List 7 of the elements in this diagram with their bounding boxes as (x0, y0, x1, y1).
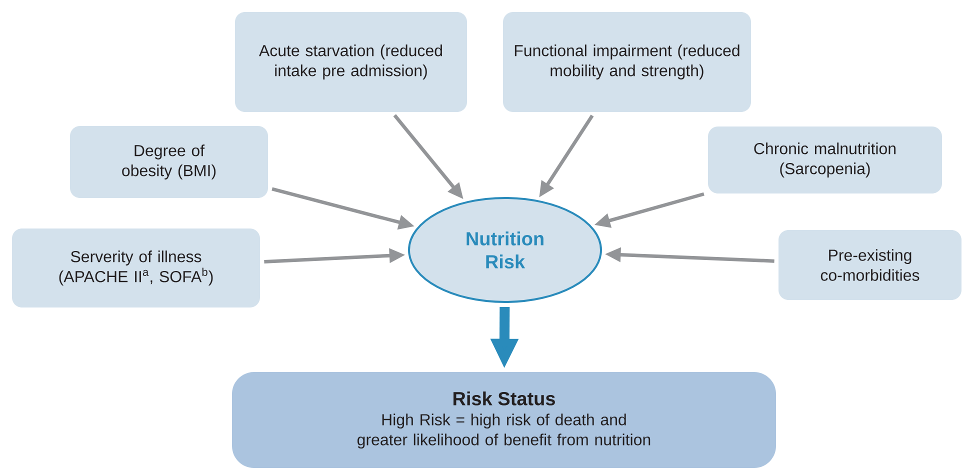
factor-box: Chronic malnutrition (Sarcopenia) (708, 126, 942, 194)
factor-box: Degree of obesity (BMI) (70, 126, 268, 198)
factor-box: Functional impairment (reduced mobility and strength) (503, 12, 751, 112)
factor-box: Acute starvation (reduced intake pre admission) (235, 12, 467, 112)
result-box: Risk Status High Risk = high risk of death and greater likelihood of benefit from nutrition (232, 372, 776, 468)
factor-box: Pre-existing co-morbidities (778, 230, 962, 300)
factor-box: Serverity of illness (APACHE II$^{a}$, SOFA$^{b}$) (12, 228, 260, 308)
